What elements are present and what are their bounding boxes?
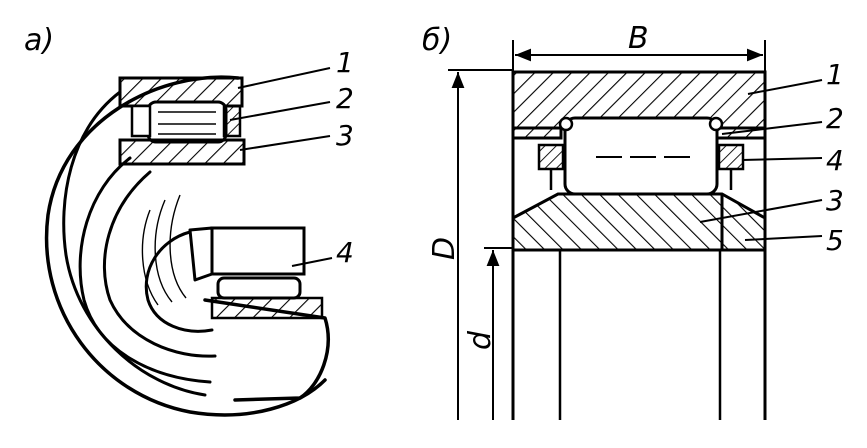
- inner-ring-face-outer: [78, 156, 212, 384]
- callout-a-4: 4: [336, 236, 354, 269]
- cage-right-b: [717, 143, 745, 171]
- leader-b-4: [741, 157, 823, 161]
- wire-ring-right: [708, 116, 724, 132]
- outer-ring-step-left: [511, 126, 563, 140]
- callout-a-2: 2: [336, 82, 354, 115]
- panel-a-label: а): [24, 23, 54, 58]
- leader-a-3: [239, 135, 331, 151]
- cutaway-flange: [188, 226, 214, 282]
- bore-shading: [141, 194, 187, 306]
- callout-b-1: 1: [826, 58, 844, 91]
- panel-a-drawing: а) 1 2 3 4: [24, 23, 354, 417]
- callout-b-2: 2: [826, 102, 844, 135]
- leader-a-1: [237, 67, 331, 89]
- dim-inner-label: d: [463, 330, 498, 350]
- roller-shading: [158, 111, 216, 135]
- callout-a-3: 3: [336, 119, 354, 152]
- callout-b-4: 4: [826, 144, 844, 177]
- callout-a-1: 1: [336, 46, 354, 79]
- cage-right: [222, 104, 242, 138]
- callout-b-3: 3: [826, 184, 844, 217]
- cage-left-b: [537, 143, 565, 171]
- cutaway-inner-section: [210, 296, 324, 320]
- callout-b-5: 5: [826, 224, 844, 257]
- inner-ring-section-b: [511, 192, 767, 252]
- panel-b-drawing: B D d б) 1 2 4 3 5: [422, 21, 844, 420]
- outer-ring-inner-edge: [62, 90, 207, 397]
- cage-left: [130, 104, 152, 138]
- dim-outer-label: D: [427, 237, 462, 260]
- leader-a-4: [291, 257, 333, 267]
- leader-a-2: [229, 101, 331, 121]
- leader-b-1: [747, 79, 823, 95]
- leader-b-5: [744, 235, 823, 241]
- cutaway-roller: [216, 276, 302, 300]
- bore-edge: [144, 230, 214, 333]
- panel-b-label: б): [422, 23, 452, 58]
- inner-ring-section: [118, 138, 246, 166]
- cutaway-body: [203, 298, 330, 402]
- inner-ring-face-inner: [103, 170, 217, 358]
- leader-b-3: [699, 199, 823, 223]
- dim-b-label: B: [628, 21, 649, 56]
- roller: [146, 100, 228, 144]
- wire-ring-left: [558, 116, 574, 132]
- leader-b-2: [721, 121, 823, 135]
- cutaway-cage: [210, 226, 306, 276]
